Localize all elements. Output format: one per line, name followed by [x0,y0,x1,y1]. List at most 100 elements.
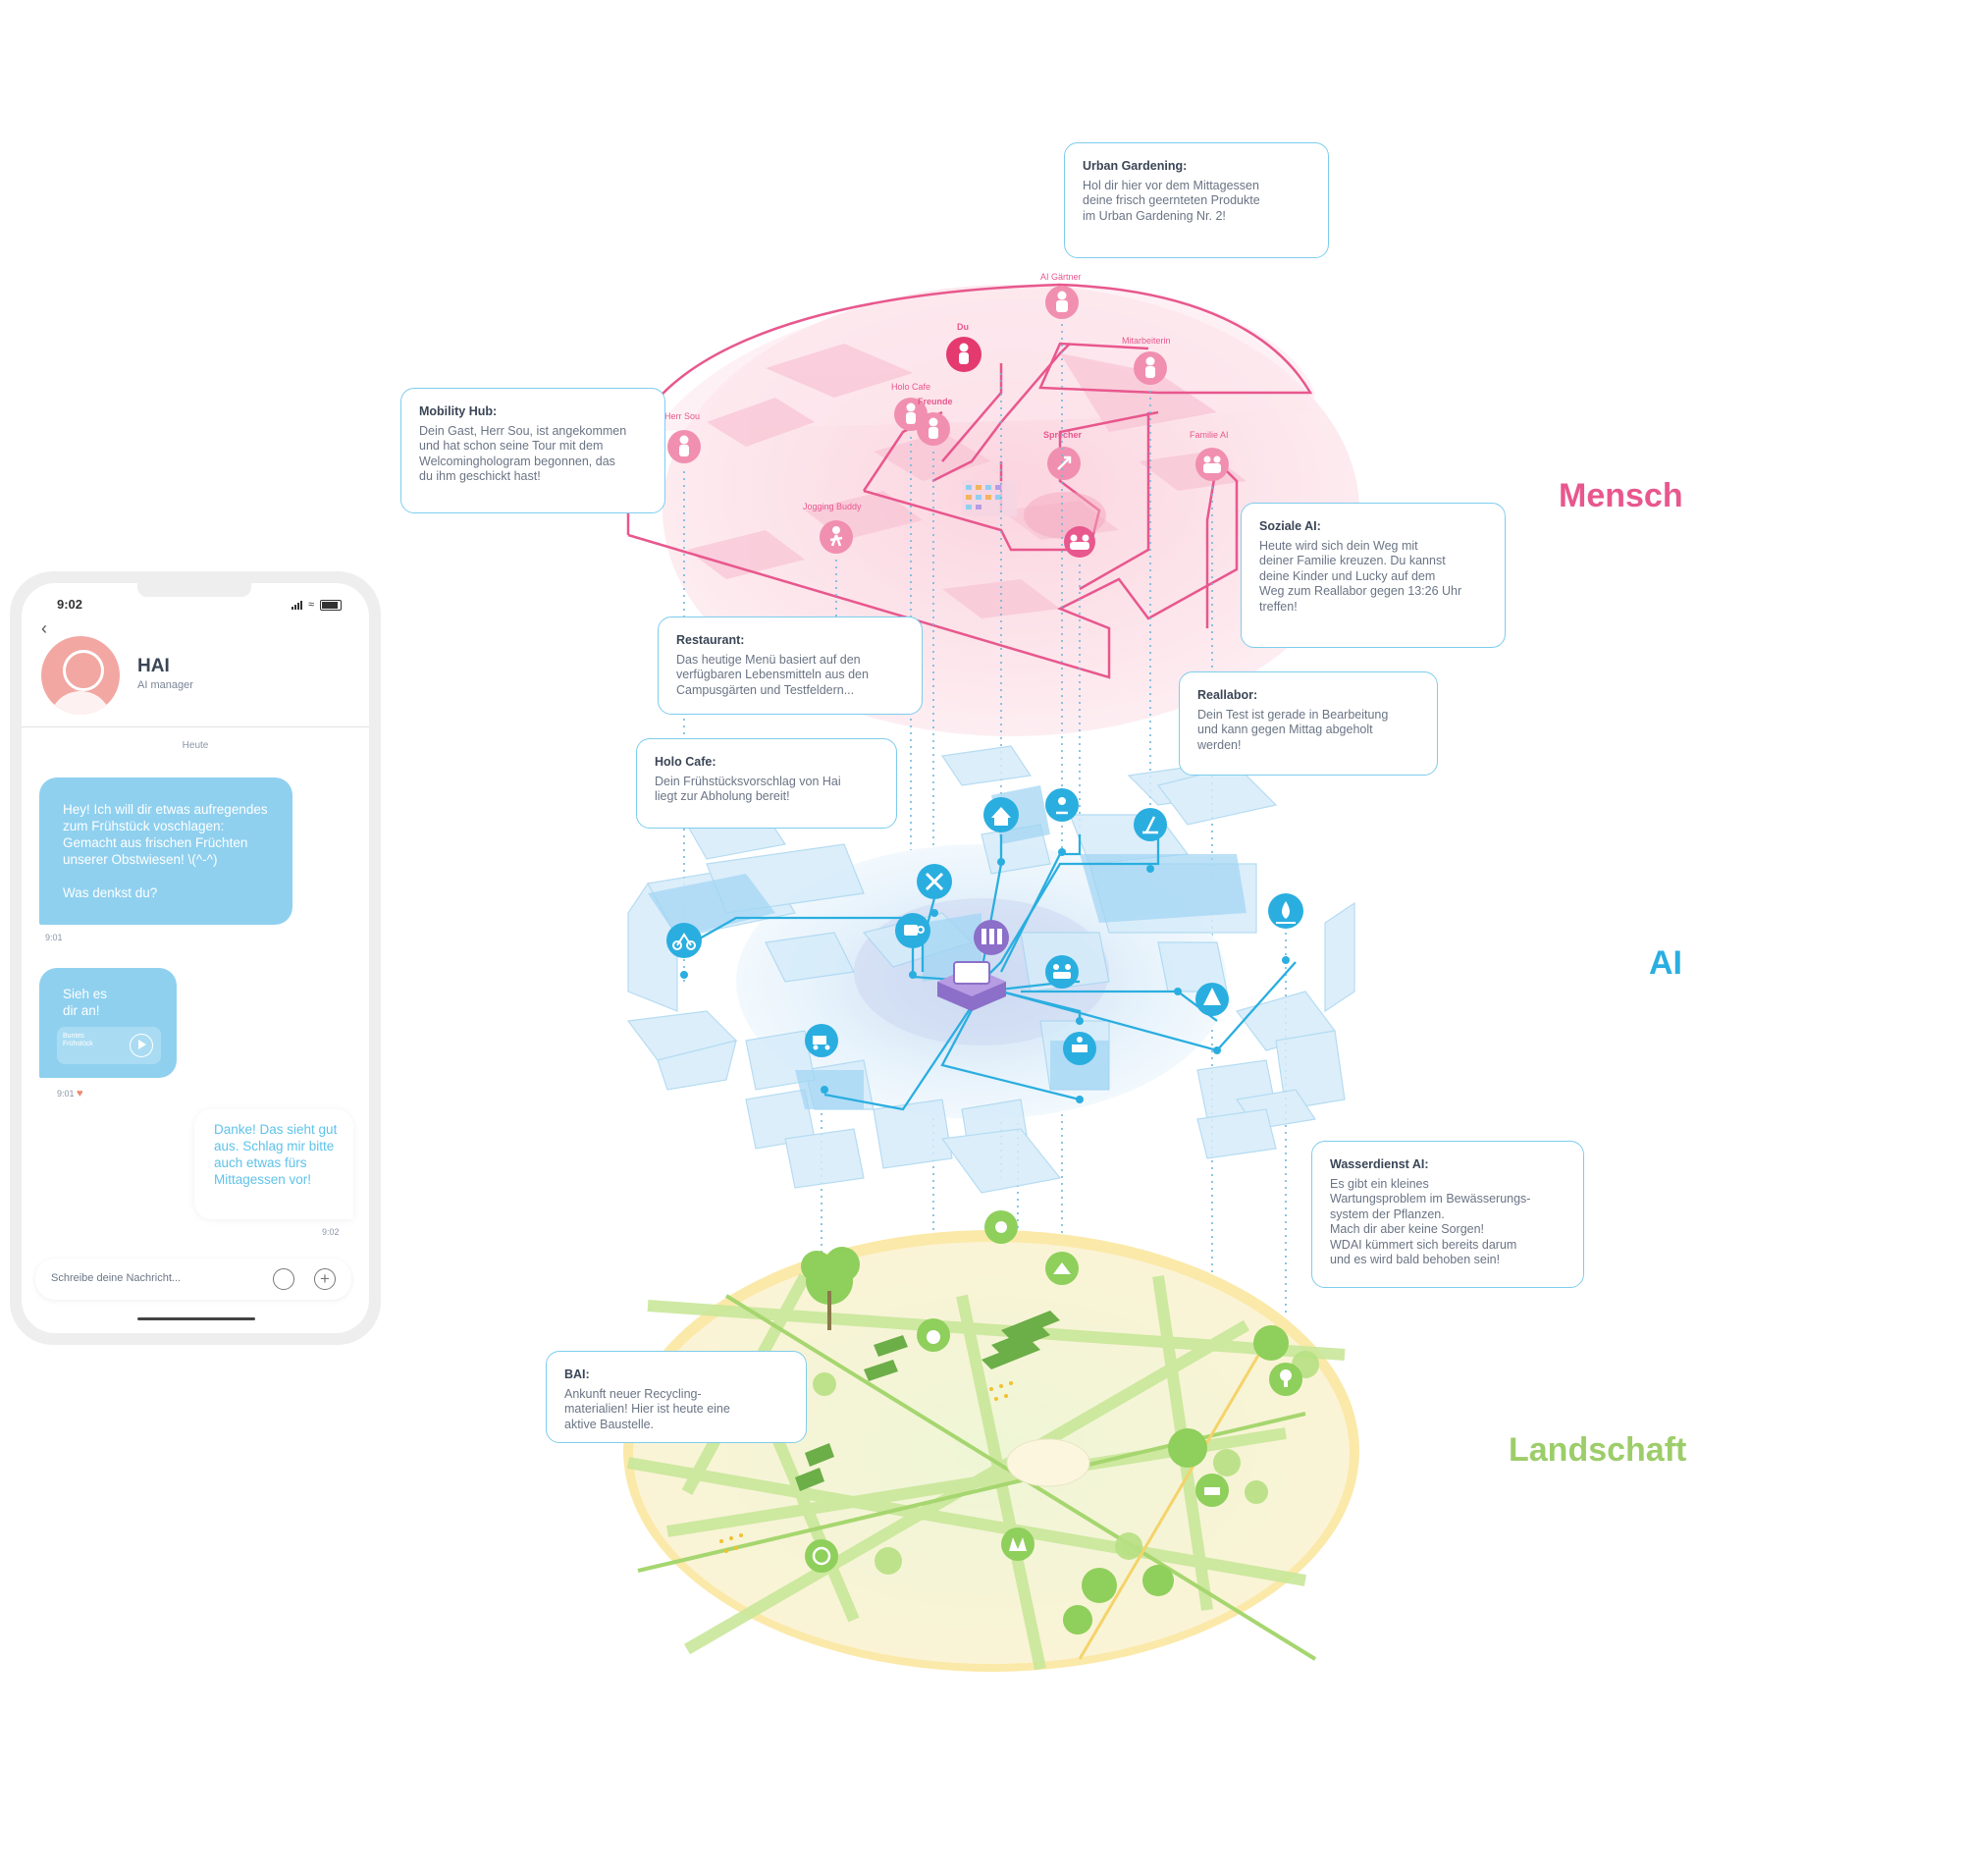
node-freunde[interactable] [917,412,950,446]
callout-title: Restaurant: [676,633,745,647]
ai-icon-server[interactable] [974,920,1009,955]
date-separator: Heute [182,740,209,751]
land-icon-tree[interactable] [1269,1363,1302,1396]
layer-label-landschaft: Landschaft [1509,1431,1687,1469]
ai-icon-social[interactable] [1045,955,1079,989]
land-icon-recycling[interactable] [805,1539,838,1573]
land-icon-apple[interactable] [917,1318,950,1352]
callout-mobility-hub: Mobility Hub: Dein Gast, Herr Sou, ist a… [400,388,665,513]
callout-body: Hol dir hier vor dem Mittagessen deine f… [1083,178,1260,223]
media-card-title: Buntes Frühstück [63,1033,93,1047]
callout-title: Holo Cafe: [655,755,716,769]
back-chevron-icon[interactable]: ‹ [41,618,47,638]
node-label-du: Du [957,322,969,332]
emoji-icon[interactable] [273,1268,294,1290]
heart-icon[interactable]: ♥ [77,1088,83,1099]
node-familie-ai[interactable] [1195,448,1229,481]
mensch-blocks [687,344,1247,618]
message-timestamp: 9:01 [57,1089,75,1099]
message-text: Hey! Ich will dir etwas aufregendes zum … [63,802,268,900]
callout-holo-cafe: Holo Cafe: Dein Frühstücksvorschlag von … [636,738,897,829]
message-bubble-incoming: Hey! Ich will dir etwas aufregendes zum … [39,777,292,925]
ai-icon-water[interactable] [1268,893,1303,929]
message-input[interactable]: Schreibe deine Nachricht... [51,1272,182,1284]
callout-title: Urban Gardening: [1083,159,1188,173]
node-ai-gaertner[interactable] [1045,286,1079,319]
header-divider [22,726,369,727]
landschaft-trees [801,1247,1319,1635]
signal-icon [291,600,302,610]
layer-label-ai: AI [1649,944,1682,982]
callout-body: Heute wird sich dein Weg mit deiner Fami… [1259,538,1462,614]
node-mitarbeiterin[interactable] [1134,351,1167,385]
ai-icon-home[interactable] [983,797,1019,832]
land-icon-animal[interactable] [1195,1474,1229,1507]
mensch-data-grid [962,481,1017,516]
landschaft-dots [719,1381,1013,1553]
node-label-jogging-buddy: Jogging Buddy [803,502,862,511]
home-indicator [137,1317,255,1320]
ai-icons [666,788,1303,1065]
message-timestamp: 9:02 [322,1227,340,1237]
ai-icon-tree[interactable] [1195,983,1229,1016]
ai-icon-cafe[interactable] [895,913,930,948]
wifi-icon: ≈ [307,599,314,611]
node-herr-sou[interactable] [667,430,701,463]
node-label-familie-ai: Familie AI [1190,430,1229,440]
message-text: Sieh es dir an! [63,987,108,1018]
mensch-nodes [667,286,1229,558]
callout-body: Das heutige Menü basiert auf den verfügb… [676,652,869,697]
node-sprecher[interactable] [1047,447,1081,480]
land-icon-grass[interactable] [1001,1528,1035,1561]
callout-title: BAI: [564,1367,590,1381]
play-icon[interactable] [130,1034,153,1057]
ai-icon-lab[interactable] [1134,808,1167,841]
land-icon-greenhouse[interactable] [1045,1252,1079,1285]
landschaft-fields [795,1311,1060,1491]
message-timestamp: 9:01 [45,933,63,942]
ai-icon-restaurant[interactable] [917,864,952,899]
ai-hub[interactable] [937,961,1006,1011]
node-label-mitarbeiterin: Mitarbeiterin [1122,336,1171,346]
contact-name: HAI [137,656,170,676]
callout-body: Ankunft neuer Recycling- materialien! Hi… [564,1386,730,1431]
landschaft-layer [623,1210,1359,1672]
callout-reallabor: Reallabor: Dein Test ist gerade in Bearb… [1179,671,1438,776]
contact-role: AI manager [137,679,193,691]
node-jogging-buddy[interactable] [820,520,853,554]
ai-icon-mobility[interactable] [666,923,702,958]
callout-body: Dein Test ist gerade in Bearbeitung und … [1197,707,1389,752]
phone-screen: 9:02 ≈ ‹ HAI AI manager Heute Hey! Ich w… [22,583,369,1333]
node-label-freunde: Freunde [918,397,953,406]
ai-icon-construction[interactable] [805,1024,838,1057]
ai-icon-work[interactable] [1063,1032,1096,1065]
node-label-ai-gaertner: AI Gärtner [1040,272,1082,282]
callout-soziale-ai: Soziale AI: Heute wird sich dein Weg mit… [1241,503,1506,648]
ai-layer [626,745,1355,1194]
phone-clock: 9:02 [57,597,83,612]
add-attachment-icon[interactable]: + [314,1268,336,1290]
node-label-holo-cafe: Holo Cafe [891,382,930,392]
media-card[interactable]: Buntes Frühstück [57,1027,161,1064]
landschaft-icons [805,1210,1302,1573]
status-bar-icons: ≈ [291,599,342,611]
land-icon-sun[interactable] [984,1210,1018,1244]
message-text: Danke! Das sieht gut aus. Schlag mir bit… [214,1122,338,1187]
node-group[interactable] [1064,526,1095,558]
ai-icon-sensor[interactable] [1045,788,1079,822]
callout-title: Reallabor: [1197,688,1258,702]
node-du[interactable] [946,337,982,372]
layer-label-mensch: Mensch [1559,477,1683,514]
message-composer[interactable]: Schreibe deine Nachricht... + [35,1259,351,1300]
avatar [41,636,120,715]
callout-body: Dein Frühstücksvorschlag von Hai liegt z… [655,774,841,804]
message-bubble-incoming: Sieh es dir an! Buntes Frühstück [39,968,177,1078]
battery-icon [320,599,342,611]
callout-body: Dein Gast, Herr Sou, ist angekommen und … [419,423,627,484]
callout-title: Wasserdienst AI: [1330,1157,1429,1171]
callout-restaurant: Restaurant: Das heutige Menü basiert auf… [658,616,923,715]
callout-title: Mobility Hub: [419,404,498,418]
message-bubble-outgoing: Danke! Das sieht gut aus. Schlag mir bit… [194,1109,353,1219]
phone-notch [137,583,251,597]
